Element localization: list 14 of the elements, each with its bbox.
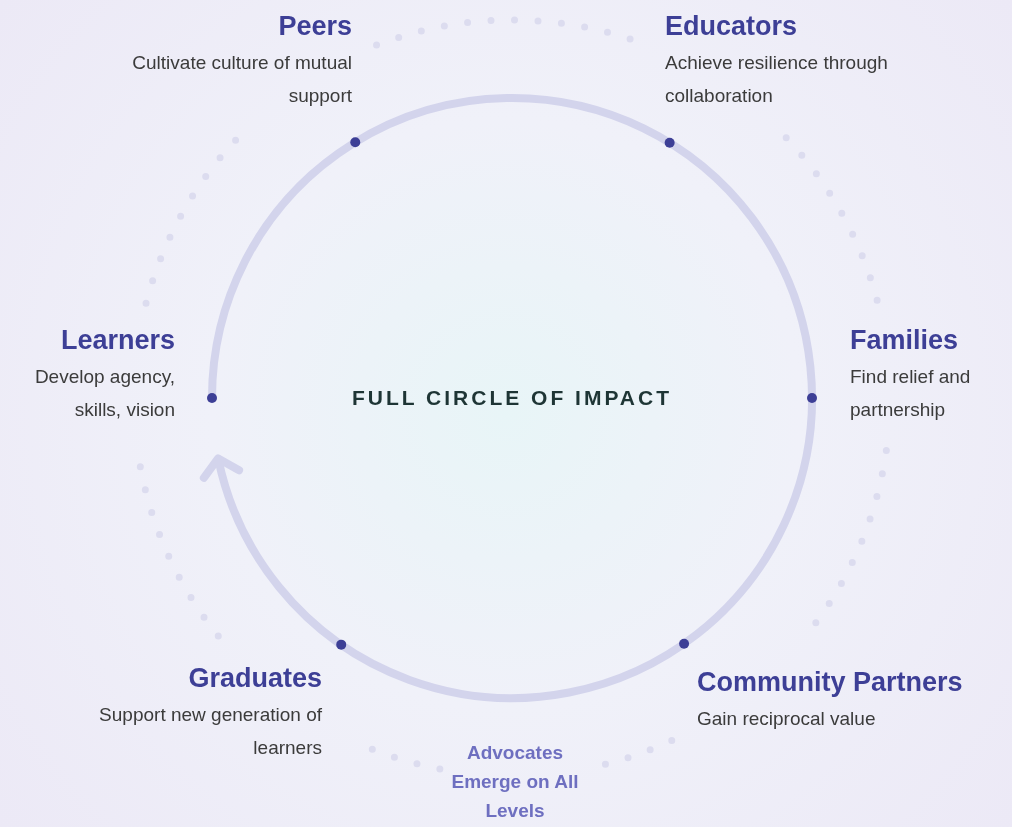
stakeholder-description: Support new generation of learners	[98, 703, 322, 760]
center-title: FULL CIRCLE OF IMPACT	[350, 385, 673, 411]
stakeholder-heading: Graduates	[188, 662, 322, 695]
stakeholder-heading: Learners	[60, 324, 175, 357]
stakeholder-description: Achieve resilience through collaboration	[665, 51, 889, 108]
stakeholder-description: Find relief and partnership	[850, 365, 972, 422]
stakeholder-heading: Families	[850, 324, 959, 357]
stakeholder-heading: Educators	[665, 10, 798, 43]
bottom-caption: Advocates Emerge on All Levels	[450, 741, 580, 823]
stakeholder-heading: Community Partners	[697, 666, 963, 699]
stakeholder-description: Cultivate culture of mutual support	[132, 51, 352, 108]
stakeholder-description: Develop agency, skills, vision	[33, 365, 175, 422]
stakeholder-heading: Peers	[278, 10, 352, 43]
stakeholder-description: Gain reciprocal value	[697, 707, 876, 731]
